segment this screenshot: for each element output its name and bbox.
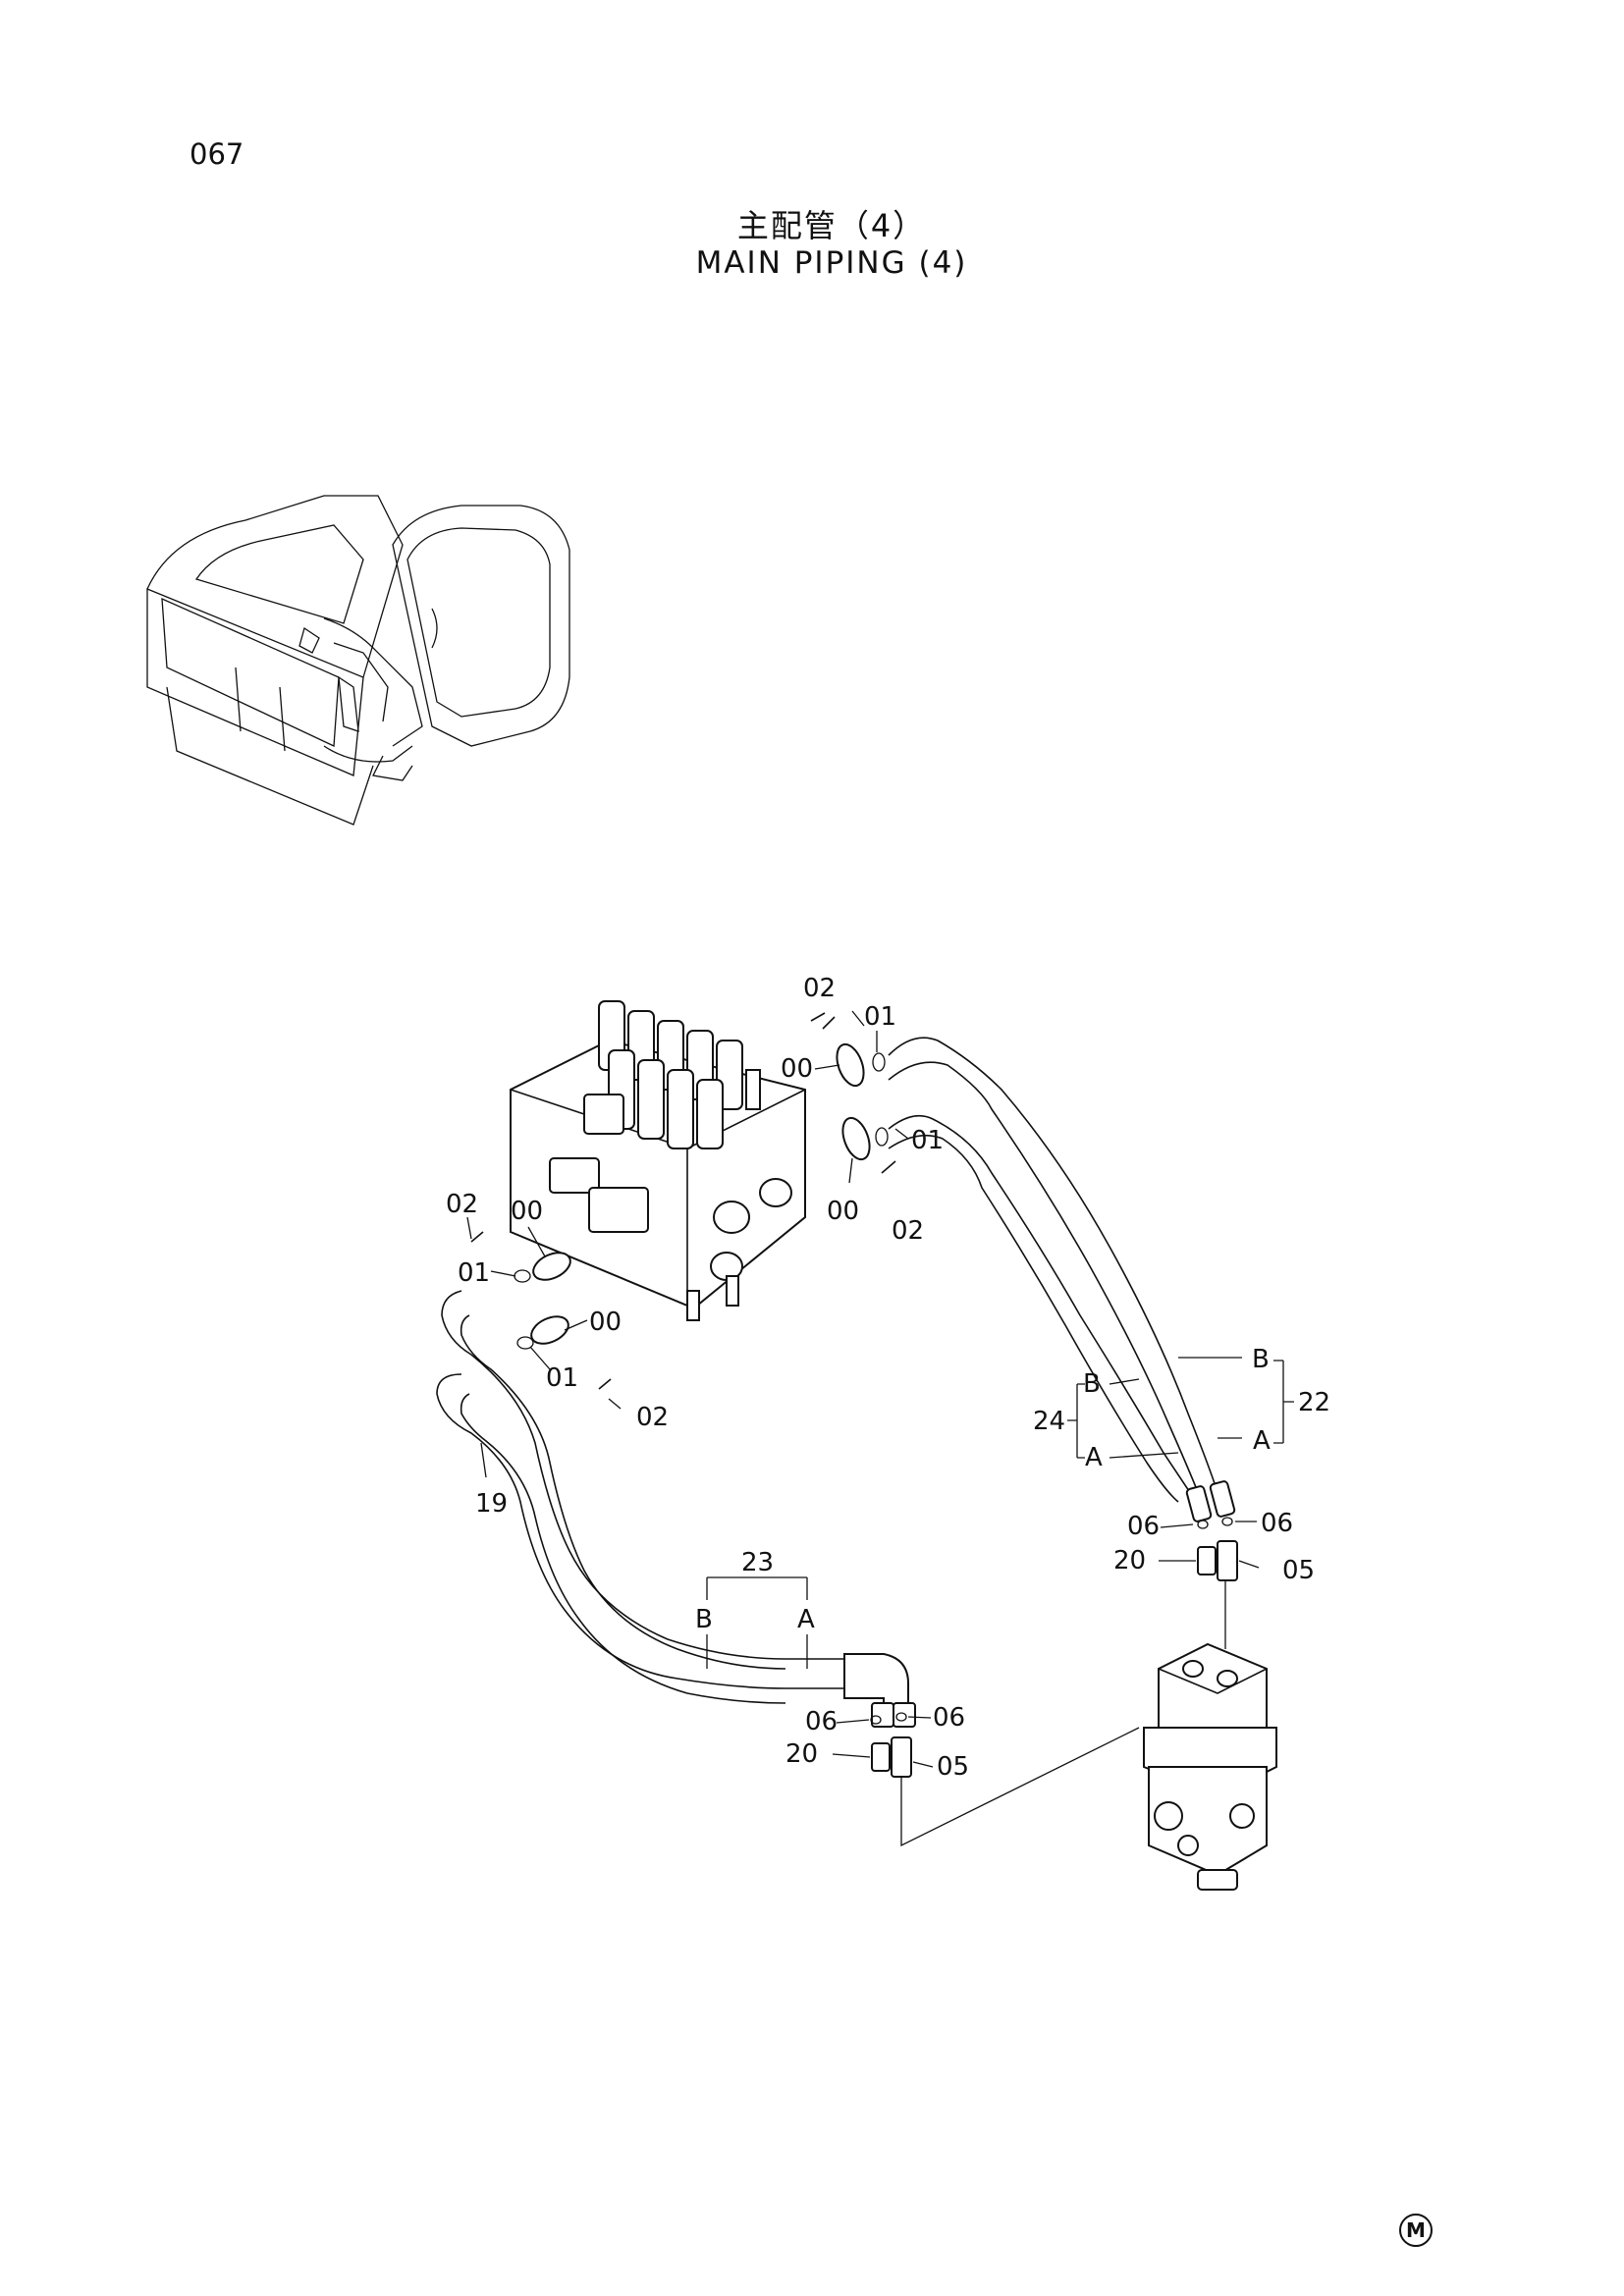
manufacturer-mark: M [1399,2214,1433,2247]
page-title-english: MAIN PIPING (4) [695,245,968,281]
callout-05: 05 [1282,1556,1315,1585]
callout-labels: 02 01 00 01 00 02 02 00 01 00 01 02 19 2… [446,974,1330,1782]
callout-19: 19 [475,1489,508,1519]
fitting-05-20-lower [870,1712,912,1778]
callout-01: 01 [546,1363,578,1393]
callout-06: 06 [805,1707,838,1736]
control-valve-block [510,1000,806,1321]
leader-lines [466,1010,1294,1847]
callout-00: 00 [781,1054,813,1084]
callout-02: 02 [446,1190,478,1219]
hose-end-b: B [1252,1345,1270,1374]
callout-02: 02 [892,1216,924,1246]
excavator-overview-illustration [146,495,570,826]
hose-end-b: B [1083,1369,1101,1399]
callout-24: 24 [1033,1407,1065,1436]
page-number: 067 [189,137,244,171]
callout-01: 01 [458,1258,490,1288]
callout-20: 20 [785,1739,818,1769]
callout-06: 06 [1261,1509,1293,1538]
callout-20: 20 [1113,1546,1146,1575]
fitting-05-20-right [1197,1517,1238,1581]
callout-22: 22 [1298,1388,1330,1417]
hose-end-a: A [797,1605,815,1634]
callout-06: 06 [933,1703,965,1733]
flange-fittings [470,1012,896,1390]
valve-spools [598,1000,743,1149]
callout-00: 00 [827,1197,859,1226]
page-title-japanese: 主配管（4） [736,207,927,244]
hose-end-b: B [695,1605,713,1634]
hose-end-a: A [1253,1426,1271,1456]
hose-end-a: A [1085,1443,1103,1472]
callout-02: 02 [803,974,836,1003]
callout-02: 02 [636,1403,669,1432]
callout-05: 05 [937,1752,969,1782]
callout-00: 00 [511,1197,543,1226]
swivel-joint [1143,1642,1277,1891]
callout-00: 00 [589,1308,622,1337]
callout-06: 06 [1127,1512,1160,1541]
callout-01: 01 [911,1126,944,1155]
callout-23: 23 [741,1548,774,1577]
callout-01: 01 [864,1002,896,1032]
hose-19-23 [436,1290,916,1728]
hose-22-24 [888,1037,1236,1522]
